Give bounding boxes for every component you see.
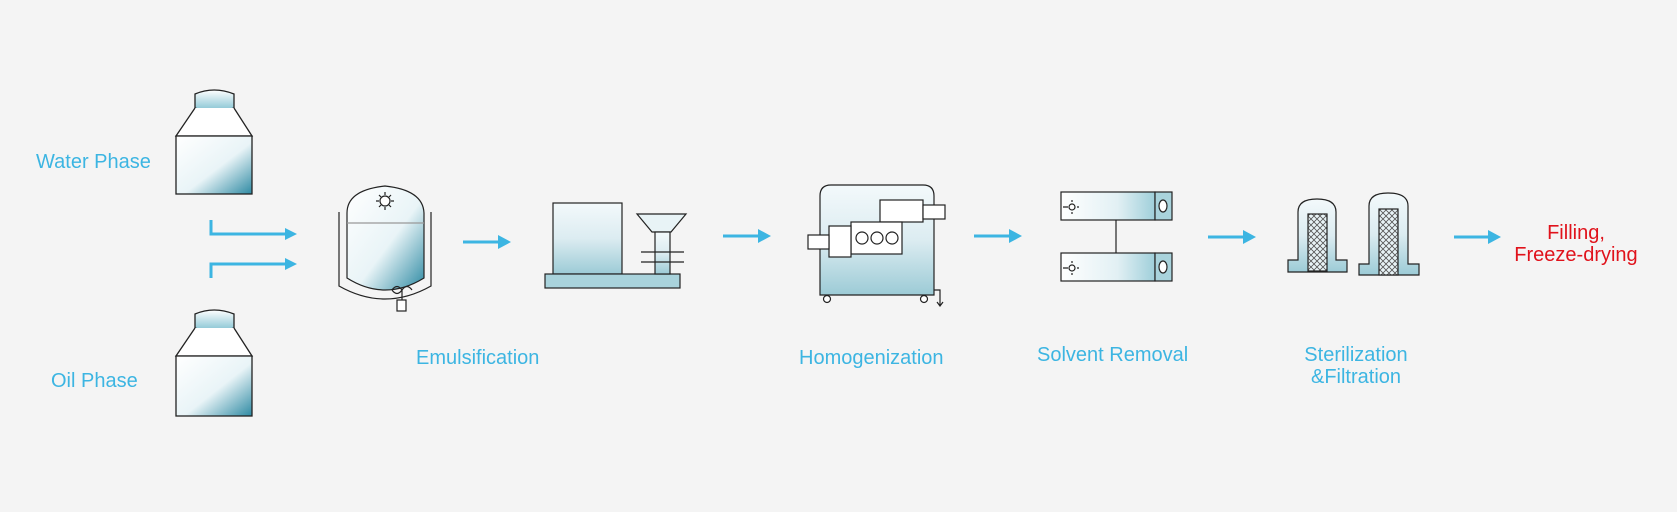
filling-freeze-drying-label: Filling, Freeze-drying — [1506, 222, 1646, 266]
filter-housing-right-icon — [1358, 192, 1420, 276]
reactor-vessel-icon — [338, 185, 432, 312]
sterilization-line-1: Sterilization — [1304, 344, 1408, 366]
water-phase-bottle-icon — [174, 89, 254, 195]
oil-phase-bottle-icon — [174, 309, 254, 417]
arrow-3-icon — [974, 229, 1022, 243]
arrow-1-icon — [463, 235, 511, 249]
water-phase-label: Water Phase — [36, 151, 151, 173]
emulsification-label: Emulsification — [416, 347, 540, 369]
homogenization-label: Homogenization — [799, 347, 944, 369]
evaporator-unit-icon — [1060, 191, 1173, 282]
sterilization-filtration-label: Sterilization &Filtration — [1296, 344, 1416, 388]
arrow-2-icon — [723, 229, 771, 243]
oil-phase-label: Oil Phase — [51, 370, 138, 392]
final-step-line-2: Freeze-drying — [1514, 244, 1638, 266]
arrow-4-icon — [1208, 230, 1256, 244]
solvent-removal-label: Solvent Removal — [1037, 344, 1189, 366]
filter-housing-left-icon — [1287, 198, 1348, 273]
final-step-line-1: Filling, — [1547, 222, 1605, 244]
emulsifier-machine-icon — [544, 202, 688, 289]
sterilization-line-2: &Filtration — [1310, 366, 1402, 388]
feed-arrow-water-icon — [209, 220, 297, 240]
homogenizer-machine-icon — [807, 184, 946, 307]
arrow-5-icon — [1454, 230, 1501, 244]
feed-arrow-oil-icon — [209, 258, 297, 278]
